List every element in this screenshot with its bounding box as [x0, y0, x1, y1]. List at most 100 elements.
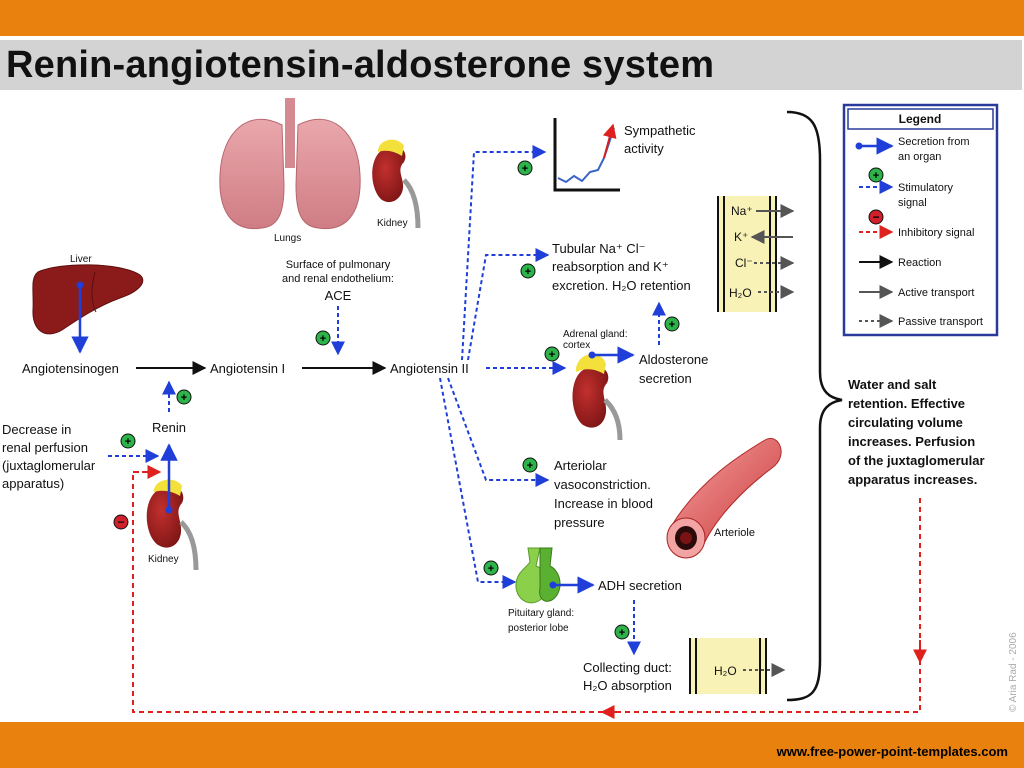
liver-illustration: [32, 264, 144, 335]
ion-h2o-label: H₂O: [729, 286, 752, 300]
svg-text:+: +: [488, 563, 494, 575]
svg-text:Stimulatory: Stimulatory: [898, 182, 954, 194]
lungs-label: Lungs: [274, 233, 301, 244]
svg-text:signal: signal: [898, 197, 927, 209]
svg-text:Passive transport: Passive transport: [898, 316, 983, 328]
svg-text:−: −: [872, 210, 879, 224]
ion-k-label: K⁺: [734, 230, 748, 244]
plus-badge-tubular: +: [520, 263, 536, 279]
svg-text:renal perfusion: renal perfusion: [2, 440, 88, 455]
svg-text:+: +: [873, 170, 879, 182]
adh-secretion-dot: [549, 581, 557, 589]
svg-text:Aldosterone: Aldosterone: [639, 352, 708, 367]
plus-badge-pituitary: +: [483, 560, 499, 576]
svg-text:Active transport: Active transport: [898, 287, 974, 299]
minus-badge-kidney: −: [113, 514, 129, 530]
svg-text:Collecting duct:: Collecting duct:: [583, 660, 672, 675]
surface-label-line1: Surface of pulmonary: [286, 259, 391, 271]
plus-badge-perfusion: +: [120, 433, 136, 449]
kidney-renin-secretion-dot: [165, 506, 173, 514]
plus-badge-ace: +: [315, 330, 331, 346]
angiotensinogen-label: Angiotensinogen: [22, 361, 119, 376]
ion-transport-panel: Na⁺ K⁺ Cl⁻ H₂O: [717, 196, 795, 312]
svg-text:Water and salt: Water and salt: [848, 377, 937, 392]
legend-item-active-transport: Active transport: [859, 285, 974, 299]
collecting-duct-text: Collecting duct: H₂O absorption: [583, 660, 672, 693]
svg-text:+: +: [525, 266, 531, 278]
liver-label: Liver: [70, 254, 92, 265]
svg-text:circulating volume: circulating volume: [848, 415, 963, 430]
svg-text:Reaction: Reaction: [898, 257, 941, 269]
svg-text:Tubular Na⁺ Cl⁻: Tubular Na⁺ Cl⁻: [552, 241, 645, 256]
collecting-duct-panel: H₂O: [689, 638, 786, 694]
svg-text:+: +: [125, 436, 131, 448]
liver-secretion-dot: [76, 281, 84, 289]
top-orange-band: [0, 0, 1024, 36]
svg-text:+: +: [669, 319, 675, 331]
angiotensin-1-label: Angiotensin I: [210, 361, 285, 376]
sympathetic-graph-icon: [553, 118, 620, 192]
adrenal-kidney-illustration: [572, 353, 623, 441]
adrenal-label-line1: Adrenal gland:: [563, 329, 628, 340]
svg-text:reabsorption and K⁺: reabsorption and K⁺: [552, 259, 669, 274]
svg-text:Increase in blood: Increase in blood: [554, 496, 653, 511]
svg-text:+: +: [181, 392, 187, 404]
svg-text:+: +: [619, 627, 625, 639]
legend-item-reaction: Reaction: [859, 255, 941, 269]
legend: Legend Secretion from an organ + Stimula…: [842, 103, 999, 337]
kidney-top-label: Kidney: [377, 218, 408, 229]
plus-badge-arteriolar: +: [522, 457, 538, 473]
plus-badge-aldosterone: +: [664, 316, 680, 332]
effects-brace: [786, 110, 843, 702]
legend-item-inhibitory: − Inhibitory signal: [859, 209, 974, 239]
svg-text:retention. Effective: retention. Effective: [848, 396, 965, 411]
arteriolar-text: Arteriolar vasoconstriction. Increase in…: [554, 458, 653, 530]
legend-item-passive-transport: Passive transport: [859, 314, 983, 328]
kidney-top-illustration: [372, 139, 421, 229]
svg-text:Arteriolar: Arteriolar: [554, 458, 607, 473]
pituitary-illustration: [515, 547, 561, 604]
footer-url[interactable]: www.free-power-point-templates.com: [776, 744, 1008, 759]
adrenal-label-line2: cortex: [563, 340, 590, 351]
copyright-text: © Aria Rad - 2006: [1008, 632, 1019, 712]
svg-text:excretion. H₂O retention: excretion. H₂O retention: [552, 278, 691, 293]
plus-badge-adrenal: +: [544, 346, 560, 362]
sympathetic-text: Sympathetic activity: [624, 123, 696, 156]
svg-text:+: +: [527, 460, 533, 472]
svg-text:+: +: [549, 349, 555, 361]
svg-text:an organ: an organ: [898, 151, 941, 163]
legend-title: Legend: [899, 112, 942, 126]
svg-text:+: +: [320, 333, 326, 345]
svg-text:(juxtaglomerular: (juxtaglomerular: [2, 458, 96, 473]
svg-text:apparatus increases.: apparatus increases.: [848, 472, 977, 487]
svg-text:apparatus): apparatus): [2, 476, 64, 491]
angiotensin2-branches: [439, 145, 567, 589]
arteriole-illustration: [666, 437, 782, 559]
plus-badge-renin: +: [176, 389, 192, 405]
svg-text:increases. Perfusion: increases. Perfusion: [848, 434, 975, 449]
svg-text:−: −: [117, 515, 124, 529]
svg-text:Inhibitory signal: Inhibitory signal: [898, 227, 974, 239]
pituitary-label-line1: Pituitary gland:: [508, 608, 574, 619]
aldosterone-secretion-dot: [588, 351, 596, 359]
pituitary-label-line2: posterior lobe: [508, 623, 569, 634]
ace-label: ACE: [325, 288, 352, 303]
plus-badge-adh: +: [614, 624, 630, 640]
result-text: Water and salt retention. Effective circ…: [848, 377, 985, 487]
renin-label: Renin: [152, 420, 186, 435]
bottom-orange-band: [0, 722, 1024, 768]
aldosterone-text: Aldosterone secretion: [639, 352, 708, 386]
angiotensin-2-label: Angiotensin II: [390, 361, 469, 376]
inhibitory-feedback-line: [132, 471, 921, 713]
adh-secretion-label: ADH secretion: [598, 578, 682, 593]
lungs-illustration: [219, 98, 361, 230]
arteriole-label: Arteriole: [714, 527, 755, 539]
legend-item-secretion: Secretion from an organ: [855, 136, 970, 163]
svg-text:+: +: [522, 163, 528, 175]
tubular-text: Tubular Na⁺ Cl⁻ reabsorption and K⁺ excr…: [552, 241, 691, 293]
plus-badge-sympathetic: +: [517, 160, 533, 176]
title-bar: [0, 40, 1022, 90]
svg-text:activity: activity: [624, 141, 664, 156]
